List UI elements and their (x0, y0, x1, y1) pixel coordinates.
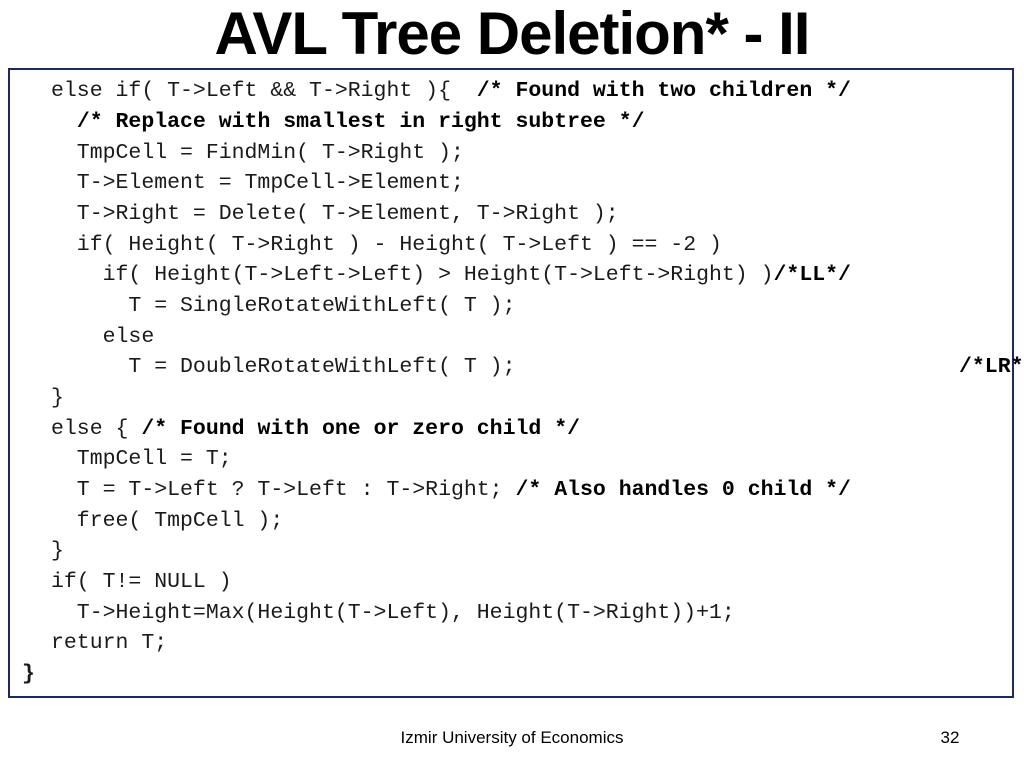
code-comment: /* Also handles 0 child */ (515, 478, 851, 502)
code-line-13: TmpCell = T; (51, 447, 232, 471)
code-line-17: if( T!= NULL ) (51, 570, 232, 594)
code-comment: /* Found with one or zero child */ (141, 417, 580, 441)
code-line-8: T = SingleRotateWithLeft( T ); (51, 294, 516, 318)
code-line-15: free( TmpCell ); (51, 509, 284, 533)
code-block: else if( T->Left && T->Right ){ /* Found… (8, 68, 1024, 698)
footer-organization: Izmir University of Economics (400, 728, 624, 747)
code-line-12: else { /* Found with one or zero child *… (51, 417, 580, 441)
code-line-19: return T; (51, 631, 168, 655)
code-comment: /* Found with two children */ (476, 79, 851, 103)
code-comment: /*LL*/ (773, 263, 851, 287)
code-line-18: T->Height=Max(Height(T->Left), Height(T-… (51, 601, 735, 625)
code-line-11: } (51, 386, 64, 410)
code-line-2: /* Replace with smallest in right subtre… (51, 107, 645, 137)
code-line-3: TmpCell = FindMin( T->Right ); (51, 141, 464, 165)
code-line-20: } (22, 662, 35, 686)
code-line-5: T->Right = Delete( T->Element, T->Right … (51, 202, 619, 226)
code-line-16: } (51, 539, 64, 563)
code-line-1: else if( T->Left && T->Right ){ /* Found… (51, 79, 851, 103)
slide-title: AVL Tree Deletion* - II (214, 0, 811, 67)
code-line-6: if( Height( T->Right ) - Height( T->Left… (51, 233, 722, 257)
code-line-4: T->Element = TmpCell->Element; (51, 171, 464, 195)
code-line-9: else (51, 325, 155, 349)
code-comment: /*LR*/ (959, 355, 1024, 379)
code-comment: /* Replace with smallest in right subtre… (76, 110, 645, 134)
code-line-7: if( Height(T->Left->Left) > Height(T->Le… (51, 263, 851, 287)
code-line-10: T = DoubleRotateWithLeft( T );/*LR*/ (51, 352, 1024, 382)
code-line-14: T = T->Left ? T->Left : T->Right; /* Als… (51, 478, 851, 502)
slide-page-number: 32 (940, 728, 960, 747)
